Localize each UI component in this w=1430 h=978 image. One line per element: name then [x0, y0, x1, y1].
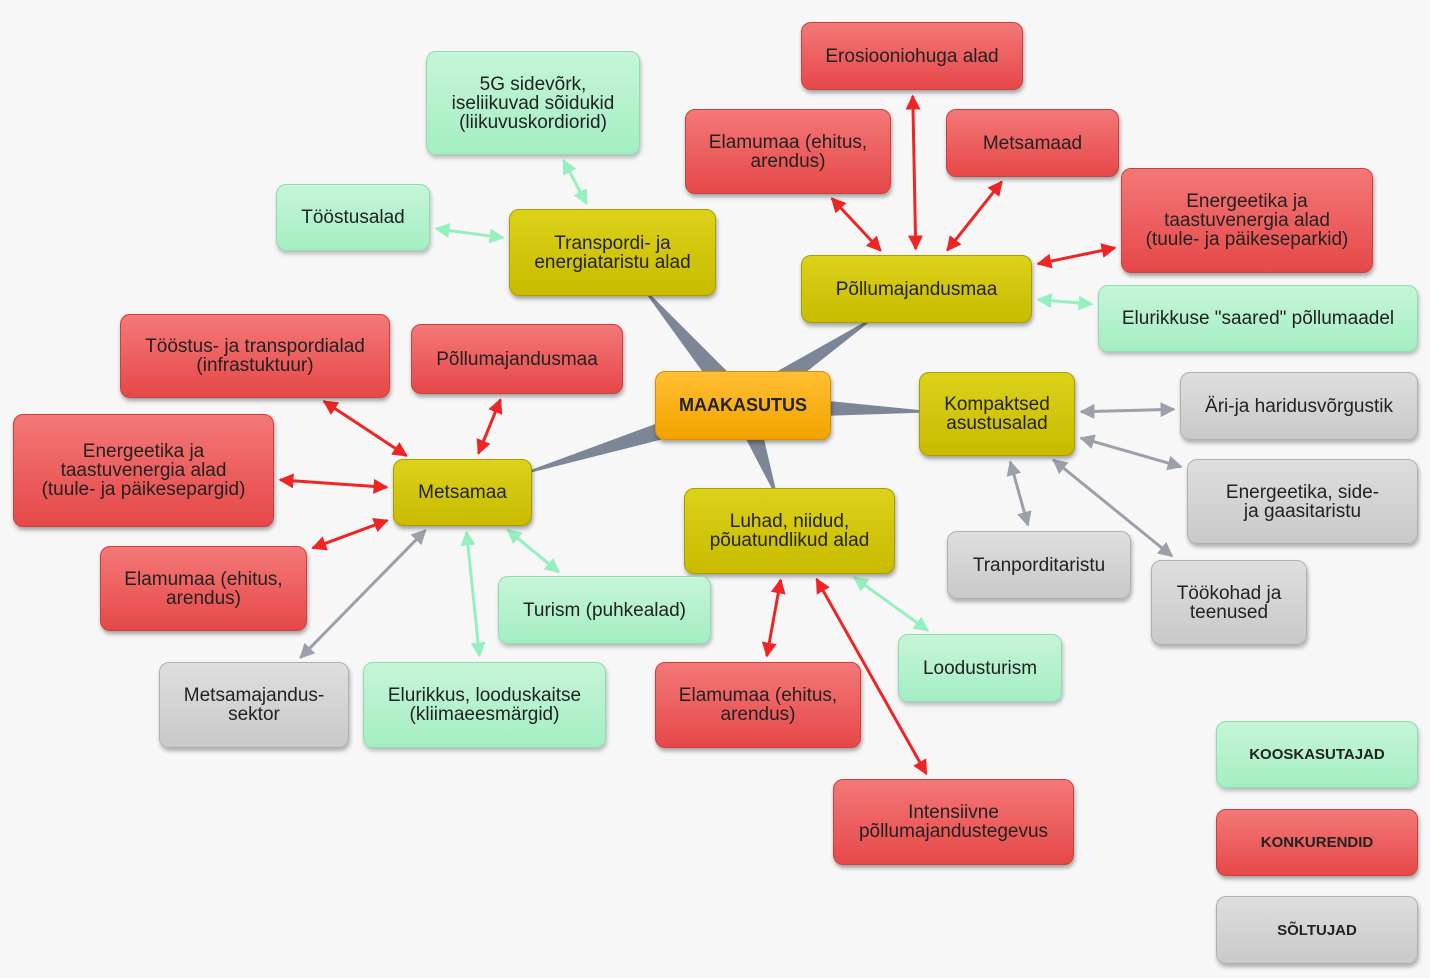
connector-metsamaa-nmetsandus: [299, 529, 427, 659]
node-toostusalad: Tööstusalad: [276, 184, 430, 251]
node-label: Energeetika ja taastuvenergia alad (tuul…: [41, 441, 246, 500]
hub-node-label: Transpordi- ja energiataristu alad: [534, 232, 691, 273]
connector-transport-n5g: [562, 158, 588, 206]
node-turism: Turism (puhkealad): [498, 576, 711, 644]
node-label: Metsamaad: [982, 132, 1083, 154]
connector-pollu-nenergia1: [1036, 243, 1117, 269]
node-5g-sidevork: 5G sidevõrk, iseliikuvad sõidukid (liiku…: [426, 51, 640, 155]
connector-luhad-nloodus: [852, 576, 930, 632]
node-label: Tööstusalad: [301, 207, 405, 228]
hub-node-transport: Transpordi- ja energiataristu alad: [509, 209, 716, 296]
node-label: Turism (puhkealad): [523, 599, 686, 621]
node-metsamajandussektor: Metsamajandus- sektor: [159, 662, 349, 748]
node-label: Elamumaa (ehitus, arendus): [708, 131, 868, 172]
legend-item-soltujad: SÕLTUJAD: [1216, 896, 1418, 964]
hub-node-label: Põllumajandusmaa: [835, 278, 998, 300]
node-label: Intensiivne põllumajandustegevus: [858, 802, 1049, 842]
connector-pollu-nerosioon: [905, 94, 923, 251]
node-label: Loodusturism: [922, 657, 1038, 679]
node-label: Metsamajandus- sektor: [183, 685, 325, 725]
node-metsamaad: Metsamaad: [946, 109, 1119, 177]
node-label: Elurikkuse "saared" põllumaadel: [1121, 308, 1395, 329]
node-elurikkus-looduskaitse: Elurikkus, looduskaitse (kliimaeesmärgid…: [363, 662, 606, 748]
connector-metsamaa-nelamu2: [311, 518, 389, 551]
node-label: 5G sidevõrk, iseliikuvad sõidukid (liiku…: [451, 73, 615, 133]
node-energeetika-side-gaasitaristu: Energeetika, side- ja gaasitaristu: [1187, 459, 1418, 544]
hub-node-luhad: Luhad, niidud, põuatundlikud alad: [684, 488, 895, 574]
node-ari-haridusvorgustik: Äri-ja haridusvõrgustik: [1180, 372, 1418, 440]
connector-luhad-nelamu3: [761, 578, 786, 658]
node-energeetika-taastuvenergia-1: Energeetika ja taastuvenergia alad (tuul…: [1121, 168, 1373, 273]
hub-node-pollumajandusmaa: Põllumajandusmaa: [801, 255, 1032, 323]
connector-metsamaa-npollu2: [476, 398, 503, 455]
legend-label: KONKURENDID: [1260, 834, 1374, 851]
node-toostus-transpordialad: Tööstus- ja transpordialad (infrastuktuu…: [120, 314, 390, 398]
node-elamumaa-1: Elamumaa (ehitus, arendus): [685, 109, 891, 194]
connector-metsamaa-nturism: [506, 528, 560, 574]
center-node-maakasutus: MAAKASUTUS: [655, 371, 831, 440]
connector-metsamaa-nenergia2: [278, 473, 389, 494]
connector-metsamaa-nelurikkus: [460, 530, 486, 658]
node-label: Töökohad ja teenused: [1176, 582, 1282, 623]
node-elamumaa-2: Elamumaa (ehitus, arendus): [100, 546, 307, 631]
legend-item-konkurendid: KONKURENDID: [1216, 809, 1418, 876]
connector-pollu-nelurikkuse: [1036, 293, 1094, 311]
hub-node-label: Luhad, niidud, põuatundlikud alad: [709, 511, 870, 551]
node-label: Elamumaa (ehitus, arendus): [124, 568, 283, 609]
node-label: Elamumaa (ehitus, arendus): [678, 685, 838, 725]
node-label: Põllumajandusmaa: [436, 348, 598, 370]
hub-node-kompaktsed-asustusalad: Kompaktsed asustusalad: [919, 372, 1075, 456]
connector-kompakt-nenergiaside: [1079, 434, 1183, 471]
connector-transport-ntoostusalad: [434, 223, 505, 244]
hub-node-label: Metsamaa: [418, 482, 507, 503]
legend-item-kooskasutajad: KOOSKASUTAJAD: [1216, 721, 1418, 788]
node-elurikkuse-saared: Elurikkuse "saared" põllumaadel: [1098, 285, 1418, 352]
connector-luhad-nintensiivne: [815, 577, 928, 776]
connector-pollu-nmetsamaad: [946, 180, 1003, 252]
node-erosiooniohuga-alad: Erosiooniohuga alad: [801, 22, 1023, 90]
legend-label: KOOSKASUTAJAD: [1249, 746, 1385, 763]
connector-metsamaa-ntoostus: [322, 400, 408, 457]
connector-kompakt-nari: [1079, 402, 1176, 419]
node-label: Tranporditaristu: [972, 554, 1106, 576]
node-label: Erosiooniohuga alad: [825, 45, 999, 67]
hub-node-metsamaa: Metsamaa: [393, 459, 532, 526]
node-label: Elurikkus, looduskaitse (kliimaeesmärgid…: [387, 685, 582, 725]
node-label: Energeetika ja taastuvenergia alad (tuul…: [1145, 191, 1349, 250]
hub-node-label: Kompaktsed asustusalad: [944, 394, 1050, 434]
node-label: Tööstus- ja transpordialad (infrastuktuu…: [145, 336, 365, 376]
node-intensiivne-pollumajandus: Intensiivne põllumajandustegevus: [833, 779, 1074, 865]
connector-kompakt-ntookohad: [1052, 458, 1174, 558]
connector-kompakt-ntranpordi: [1006, 460, 1032, 527]
node-energeetika-taastuvenergia-2: Energeetika ja taastuvenergia alad (tuul…: [13, 414, 274, 527]
connector-pollu-nelamu1: [830, 197, 882, 252]
node-label: Energeetika, side- ja gaasitaristu: [1225, 481, 1380, 522]
center-node-label: MAAKASUTUS: [679, 395, 807, 415]
node-pollumajandusmaa-2: Põllumajandusmaa: [411, 324, 623, 394]
node-tranporditaristu: Tranporditaristu: [947, 531, 1131, 599]
legend-label: SÕLTUJAD: [1277, 921, 1357, 939]
node-loodusturism: Loodusturism: [898, 634, 1062, 702]
node-elamumaa-3: Elamumaa (ehitus, arendus): [655, 662, 861, 748]
node-label: Äri-ja haridusvõrgustik: [1205, 395, 1393, 417]
node-tookohad-teenused: Töökohad ja teenused: [1151, 560, 1307, 645]
